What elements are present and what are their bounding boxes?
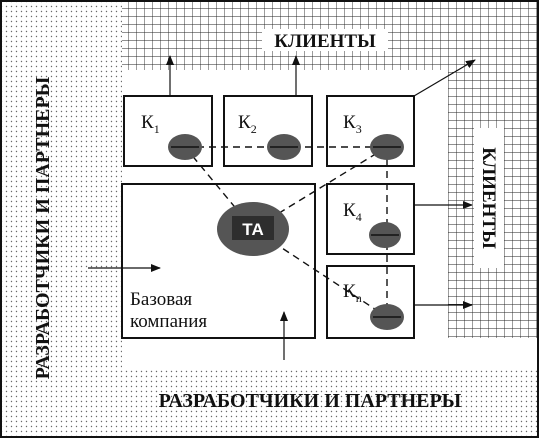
client-label-k2: К2 <box>238 112 257 136</box>
client-node-k2 <box>267 134 301 160</box>
developers-zone-bottom <box>2 368 537 436</box>
dashed-link-k3-hub <box>252 146 388 230</box>
base-company-label-line2: компания <box>130 311 207 332</box>
client-box-kn <box>326 265 415 339</box>
client-node-k4 <box>369 222 401 248</box>
arrow-k3-to-clients <box>413 59 476 97</box>
hub-node: ТА <box>217 202 289 256</box>
client-node-k3 <box>370 134 404 160</box>
base-company-label-line1: Базовая <box>130 289 192 310</box>
clients-top-label-bg <box>262 29 388 51</box>
client-label-k3: К3 <box>343 112 362 136</box>
hub-label: ТА <box>242 220 264 239</box>
client-box-k4 <box>326 183 415 255</box>
client-node-kn <box>370 304 404 330</box>
client-label-k4: К4 <box>343 200 362 224</box>
client-label-k1: К1 <box>141 112 160 136</box>
client-box-k1 <box>123 95 213 167</box>
client-node-k1 <box>168 134 202 160</box>
clients-right-label-bg <box>474 128 504 268</box>
developers-bottom-label: РАЗРАБОТЧИКИ И ПАРТНЕРЫ <box>159 390 462 412</box>
developers-zone-left <box>2 2 122 436</box>
client-box-k3 <box>326 95 415 167</box>
clients-top-label: КЛИЕНТЫ <box>274 31 376 52</box>
clients-right-label: КЛИЕНТЫ <box>478 147 499 249</box>
developers-left-label: РАЗРАБОТЧИКИ И ПАРТНЕРЫ <box>32 76 54 379</box>
